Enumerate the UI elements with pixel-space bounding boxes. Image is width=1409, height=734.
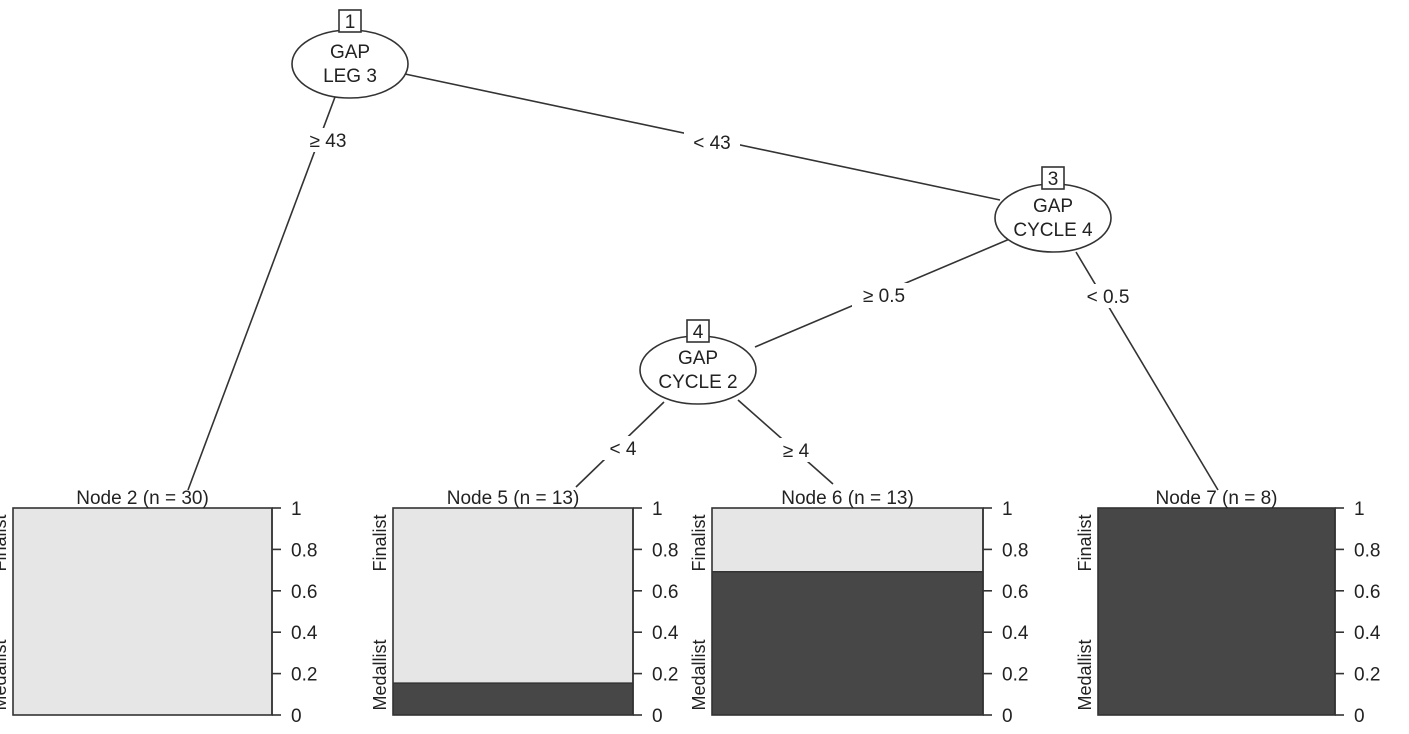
edge-labels: ≥ 43 < 43 ≥ 0.5 < 0.5 < 4 ≥ 4 xyxy=(300,128,1138,462)
node-title: Node 6 (n = 13) xyxy=(781,488,914,509)
axis-tick-label: 0.4 xyxy=(1002,623,1029,644)
axis-tick-label: 0.2 xyxy=(1354,665,1380,686)
class-label-medallist: Medallist xyxy=(370,639,390,710)
axis-tick-label: 0.8 xyxy=(291,540,317,561)
edge-label-4-5: < 4 xyxy=(610,439,637,460)
edge-label-3-7: < 0.5 xyxy=(1087,287,1130,308)
terminal-nodes: Node 2 (n = 30) 0 0.2 0.4 0.6 0.8 1FinalistMed… xyxy=(0,488,1381,727)
class-label-medallist: Medallist xyxy=(689,639,709,710)
node-variable-line1: GAP xyxy=(678,348,718,369)
class-label-medallist: Medallist xyxy=(1075,639,1095,710)
axis-tick-label: 0 xyxy=(652,706,663,727)
class-label-finalist: Finalist xyxy=(1075,514,1095,571)
inner-node-1: 1 GAP LEG 3 xyxy=(291,9,409,99)
terminal-node-0: Node 2 (n = 30) 0 0.2 0.4 0.6 0.8 1FinalistMed… xyxy=(0,488,318,727)
edge-label-1-3: < 43 xyxy=(693,133,731,154)
inner-node-3: 3 GAP CYCLE 4 xyxy=(994,166,1112,253)
node-title: Node 2 (n = 30) xyxy=(76,488,209,509)
node-id: 1 xyxy=(345,12,356,33)
class-label-finalist: Finalist xyxy=(689,514,709,571)
class-label-medallist: Medallist xyxy=(0,639,10,710)
node-id: 3 xyxy=(1048,169,1059,190)
node-variable-line2: CYCLE 2 xyxy=(658,372,737,393)
class-label-finalist: Finalist xyxy=(0,514,10,571)
finalist-bar xyxy=(712,508,983,572)
medallist-bar xyxy=(393,683,633,715)
medallist-bar xyxy=(712,571,983,715)
axis-tick-label: 0 xyxy=(1002,706,1013,727)
node-id: 4 xyxy=(693,322,704,343)
axis-tick-label: 1 xyxy=(652,499,663,520)
terminal-node-1: Node 5 (n = 13) 0 0.2 0.4 0.6 0.8 1FinalistMed… xyxy=(370,488,679,727)
axis-tick-label: 0 xyxy=(291,706,302,727)
axis-tick-label: 0.6 xyxy=(1354,582,1380,603)
axis-tick-label: 0.4 xyxy=(1354,623,1381,644)
axis-tick-label: 1 xyxy=(1002,499,1013,520)
axis-tick-label: 0.8 xyxy=(1002,540,1028,561)
edge-1-2 xyxy=(187,96,336,491)
axis-tick-label: 0.6 xyxy=(291,582,317,603)
finalist-bar xyxy=(13,508,272,715)
edge-label-4-6: ≥ 4 xyxy=(783,441,810,462)
class-label-finalist: Finalist xyxy=(370,514,390,571)
axis-tick-label: 0.8 xyxy=(652,540,678,561)
axis-tick-label: 0.6 xyxy=(652,582,678,603)
node-variable-line1: GAP xyxy=(330,42,370,63)
axis-tick-label: 0 xyxy=(1354,706,1365,727)
edge-label-1-2: ≥ 43 xyxy=(310,131,347,152)
terminal-node-3: Node 7 (n = 8) 0 0.2 0.4 0.6 0.8 1FinalistMeda… xyxy=(1075,488,1381,727)
axis-tick-label: 1 xyxy=(1354,499,1365,520)
node-variable-line1: GAP xyxy=(1033,196,1073,217)
inner-node-4: 4 GAP CYCLE 2 xyxy=(639,319,757,405)
axis-tick-label: 0.4 xyxy=(291,623,318,644)
axis-tick-label: 0.6 xyxy=(1002,582,1028,603)
terminal-node-2: Node 6 (n = 13) 0 0.2 0.4 0.6 0.8 1FinalistMed… xyxy=(689,488,1029,727)
node-title: Node 5 (n = 13) xyxy=(447,488,580,509)
axis-tick-label: 1 xyxy=(291,499,302,520)
axis-tick-label: 0.2 xyxy=(291,665,317,686)
node-variable-line2: LEG 3 xyxy=(323,66,377,87)
finalist-bar xyxy=(393,508,633,684)
medallist-bar xyxy=(1098,508,1335,715)
node-title: Node 7 (n = 8) xyxy=(1156,488,1278,509)
node-variable-line2: CYCLE 4 xyxy=(1013,220,1093,241)
axis-tick-label: 0.2 xyxy=(652,665,678,686)
axis-tick-label: 0.2 xyxy=(1002,665,1028,686)
axis-tick-label: 0.8 xyxy=(1354,540,1380,561)
axis-tick-label: 0.4 xyxy=(652,623,679,644)
edge-label-3-4: ≥ 0.5 xyxy=(863,286,905,307)
